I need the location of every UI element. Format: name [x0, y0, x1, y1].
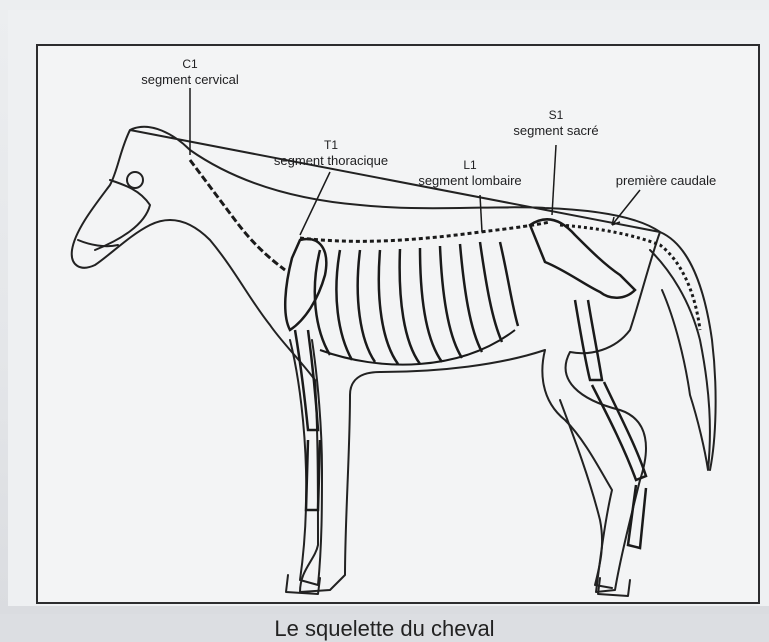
- label-caudal-text: première caudale: [616, 173, 716, 188]
- tail-outline: [650, 250, 710, 470]
- label-cervical: C1 segment cervical: [128, 57, 252, 87]
- label-sacral: S1 segment sacré: [497, 108, 615, 138]
- label-thoracic-text: segment thoracique: [274, 153, 388, 168]
- rib-cage: [315, 242, 518, 365]
- label-sacral-text: segment sacré: [513, 123, 598, 138]
- figure-caption: Le squelette du cheval: [0, 616, 769, 642]
- label-cervical-text: segment cervical: [141, 72, 239, 87]
- label-thoracic-code: T1: [253, 138, 409, 153]
- label-thoracic: T1 segment thoracique: [253, 138, 409, 168]
- label-caudal: première caudale: [594, 173, 738, 188]
- label-lumbar: L1 segment lombaire: [395, 158, 545, 188]
- thoracic-lumbar-vertebrae: [300, 222, 550, 241]
- label-cervical-code: C1: [128, 57, 252, 72]
- label-sacral-code: S1: [497, 108, 615, 123]
- label-lumbar-text: segment lombaire: [418, 173, 521, 188]
- pelvis: [530, 219, 635, 297]
- label-lumbar-code: L1: [395, 158, 545, 173]
